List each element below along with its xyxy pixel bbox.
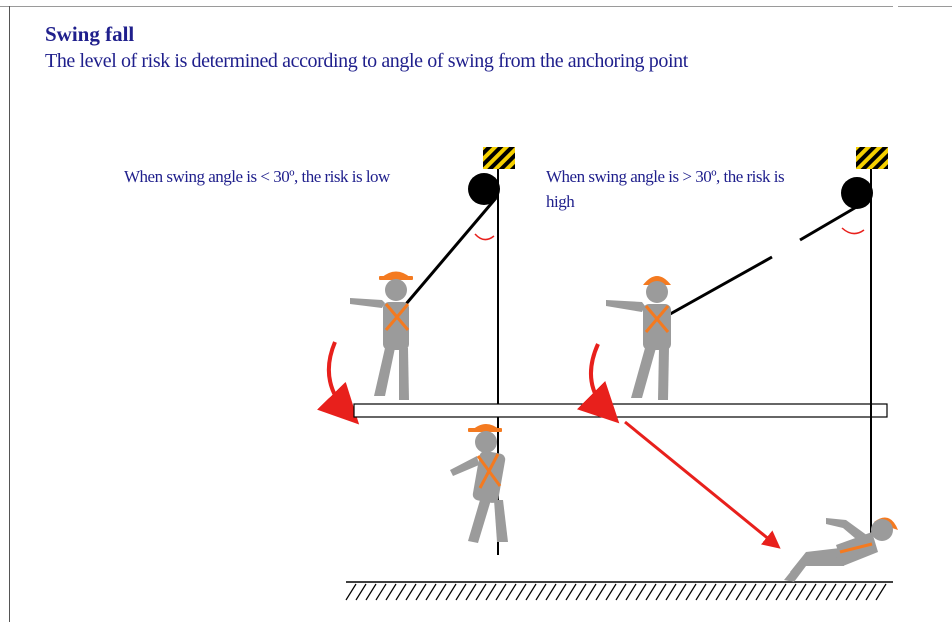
pulley-icon: [841, 177, 873, 209]
anchor-hazard-icon: [856, 147, 888, 169]
low-risk-caption: When swing angle is < 30º, the risk is l…: [124, 167, 390, 186]
slide-border-left: [9, 6, 10, 622]
swing-arrow-icon: [316, 341, 360, 425]
slide-border-top: [0, 6, 893, 7]
slide-title: Swing fall: [45, 22, 135, 46]
low-risk-scenario: [316, 147, 515, 555]
slide-subtitle: The level of risk is determined accordin…: [45, 50, 688, 72]
anchor-hazard-icon: [483, 147, 515, 169]
ground-hatching: [345, 581, 893, 601]
high-risk-scenario: [576, 147, 898, 582]
worker-figure: [784, 517, 898, 582]
high-risk-caption: When swing angle is > 30º, the risk is h…: [546, 167, 785, 211]
worker-figure: [350, 271, 413, 400]
swing-angle-arc: [841, 227, 865, 235]
worker-figure: [606, 276, 671, 400]
swing-angle-arc: [474, 233, 495, 241]
slide-border-top-right: [898, 6, 952, 7]
pulley-icon: [468, 173, 500, 205]
work-platform: [353, 403, 888, 418]
lifeline: [662, 255, 773, 320]
swing-arrow-icon: [576, 343, 620, 424]
worker-figure: [450, 423, 508, 543]
lifeline: [393, 197, 498, 318]
lifeline: [799, 200, 866, 242]
swing-path-arrow-icon: [624, 420, 781, 549]
